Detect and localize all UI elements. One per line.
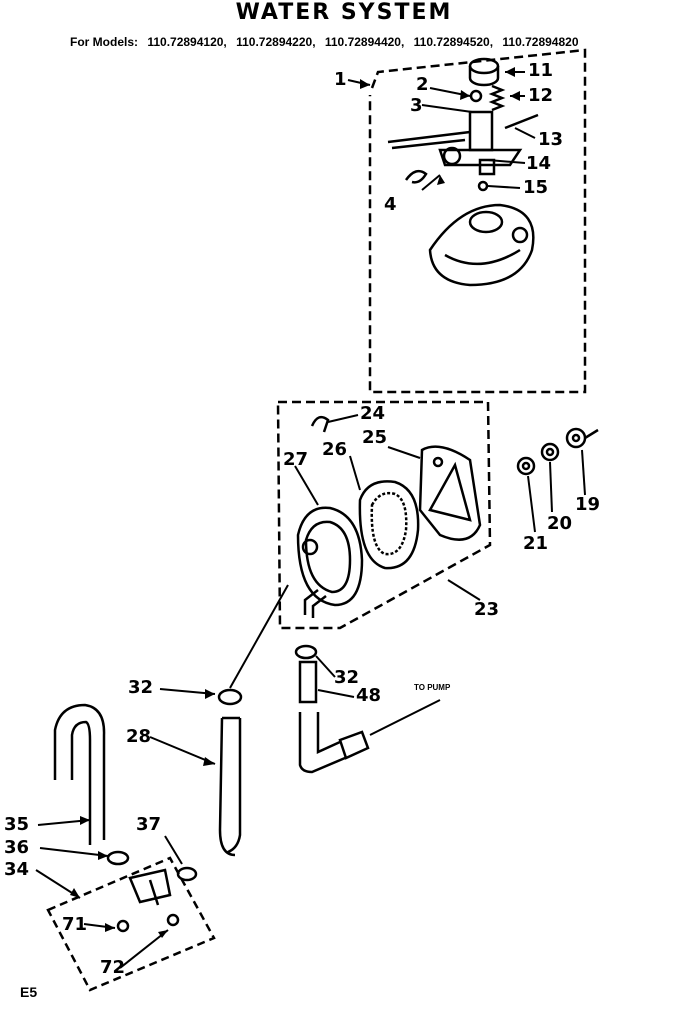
- part-13-lever: [504, 113, 539, 130]
- part-3-lever: [387, 130, 471, 150]
- callout-14: 14: [526, 153, 552, 174]
- callout-15: 15: [523, 177, 549, 198]
- callout-32-lower: 32: [128, 677, 154, 698]
- callout-32-upper: 32: [334, 667, 360, 688]
- part-48-tube: [298, 660, 318, 704]
- dashed-group-box-1: [368, 48, 587, 394]
- model-number: 110.72894520,: [413, 35, 494, 49]
- part-27-filter-housing: [296, 506, 364, 618]
- callout-2: 2: [416, 74, 429, 95]
- callout-11: 11: [528, 60, 554, 81]
- callout-36: 36: [4, 837, 30, 858]
- callout-35: 35: [4, 814, 30, 835]
- hose-to-pump: [298, 712, 370, 774]
- part-14-valve-body: [438, 110, 523, 176]
- part-71-screw: [116, 919, 130, 933]
- part-11-cap: [468, 57, 500, 87]
- callout-4: 4: [384, 194, 397, 215]
- part-28-hose: [218, 716, 242, 857]
- callout-34: 34: [4, 859, 30, 880]
- model-number: 110.72894420,: [324, 35, 405, 49]
- page-code: E5: [20, 984, 38, 1000]
- callout-1: 1: [334, 69, 347, 90]
- pump-housing: [428, 203, 535, 287]
- part-34-fitting: [128, 868, 172, 906]
- part-12-spring: [488, 84, 506, 112]
- model-number: 110.72894220,: [236, 35, 316, 49]
- callout-25: 25: [362, 427, 388, 448]
- callout-27: 27: [283, 449, 309, 470]
- to-pump-note: TO PUMP: [414, 683, 451, 692]
- part-72-nut: [166, 913, 180, 927]
- callout-13: 13: [538, 129, 564, 150]
- models-label: For Models:: [70, 35, 138, 49]
- part-37-clamp: [176, 866, 198, 882]
- model-list: For Models: 110.72894120, 110.72894220, …: [70, 34, 585, 50]
- callout-12: 12: [528, 85, 554, 106]
- callout-19: 19: [575, 494, 601, 515]
- part-2-washer: [469, 89, 483, 103]
- part-32-clamp-lower: [217, 688, 243, 706]
- callout-24: 24: [360, 403, 386, 424]
- callout-3: 3: [410, 95, 423, 116]
- part-26-filter-screen: [358, 480, 420, 570]
- part-15-oring: [477, 180, 489, 192]
- model-number: 110.72894820: [502, 35, 579, 49]
- part-25-filter-plate: [418, 445, 482, 541]
- part-4-clip: [404, 169, 428, 184]
- callout-23: 23: [474, 599, 500, 620]
- callout-48: 48: [356, 685, 382, 706]
- callout-21: 21: [523, 533, 549, 554]
- part-24-clip: [310, 415, 330, 433]
- part-35-hose: [53, 703, 106, 845]
- callout-28: 28: [126, 726, 152, 747]
- callout-20: 20: [547, 513, 573, 534]
- dashed-group-box-34: [46, 856, 216, 992]
- page-title: WATER SYSTEM: [235, 0, 453, 25]
- callout-72: 72: [100, 957, 126, 978]
- part-36-clamp: [106, 850, 130, 866]
- callout-26: 26: [322, 439, 348, 460]
- callout-37: 37: [136, 814, 162, 835]
- model-number: 110.72894120,: [147, 35, 227, 49]
- callout-71: 71: [62, 914, 88, 935]
- dashed-group-box-23: [276, 400, 492, 630]
- part-32-clamp-upper: [294, 644, 318, 660]
- parts-19-20-21-washers: [516, 427, 599, 476]
